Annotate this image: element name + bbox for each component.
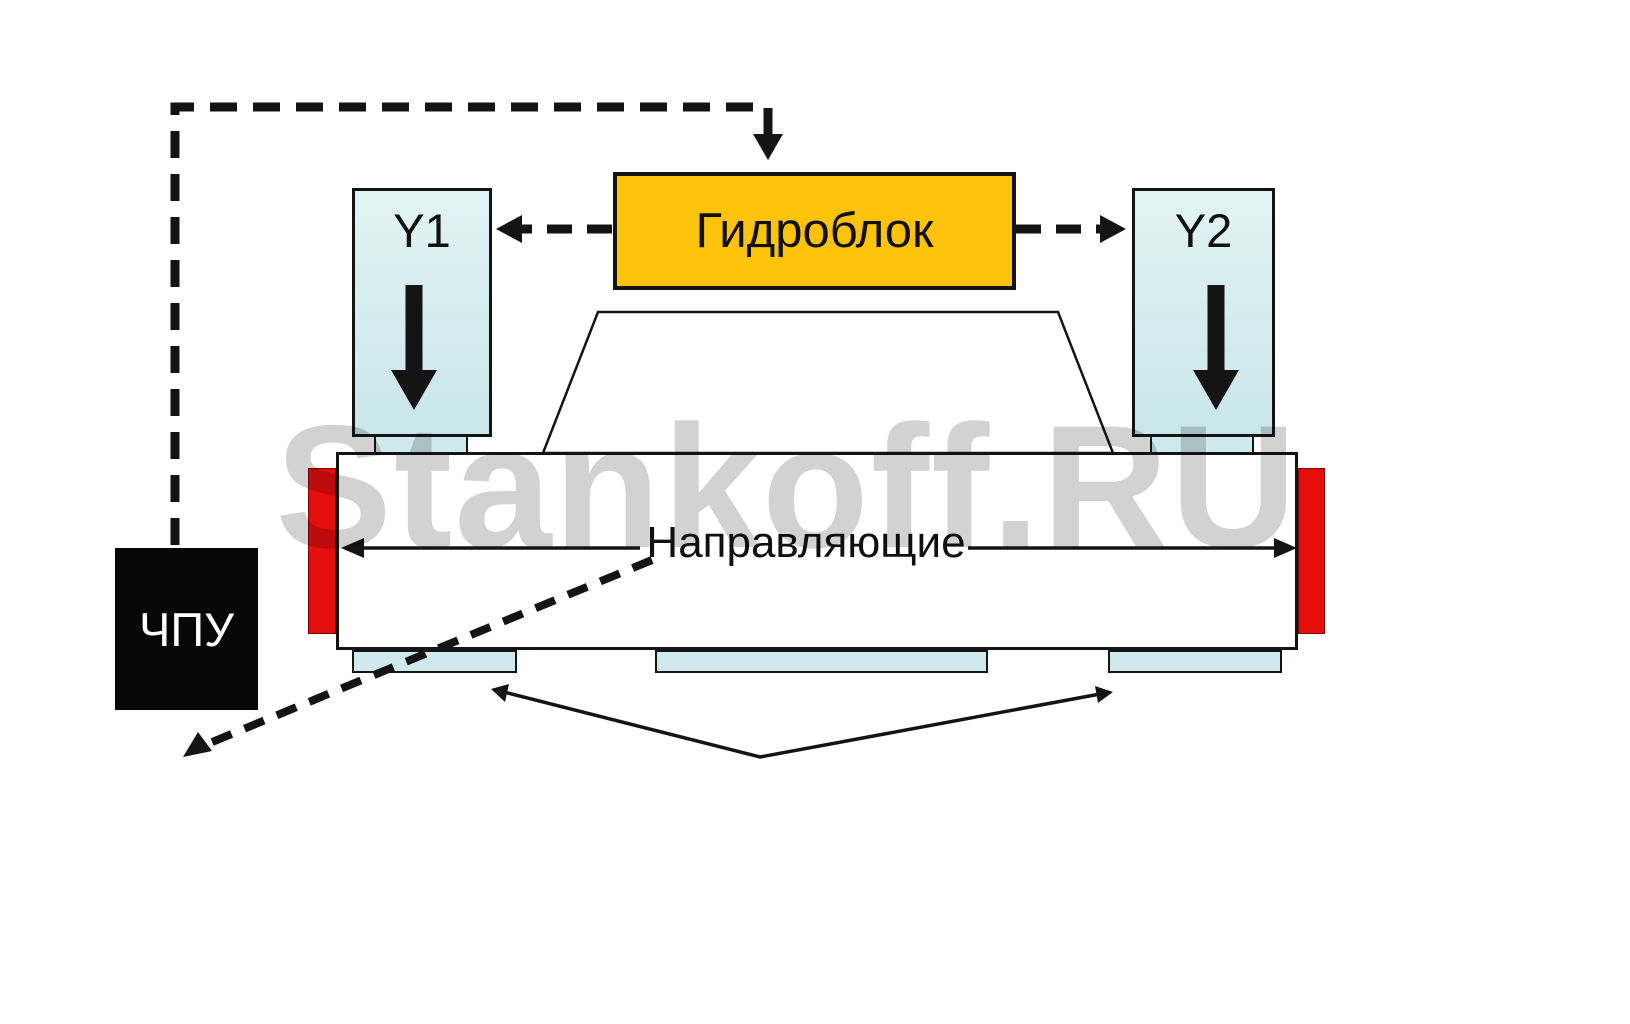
hydroblock-label: Гидроблок — [695, 204, 934, 258]
cylinder-y1-label: Y1 — [393, 204, 451, 257]
cnc-label: ЧПУ — [139, 602, 234, 656]
cylinder-y1: Y1 — [352, 188, 492, 437]
cylinder-y2: Y2 — [1132, 188, 1275, 437]
arrowhead-right-to-y2 — [1100, 215, 1126, 243]
cylinder-y2-label: Y2 — [1174, 204, 1233, 257]
bed-support-right — [1108, 650, 1282, 673]
hydroblock-box: Гидроблок — [613, 172, 1016, 290]
bed-support-middle — [655, 650, 988, 673]
supports-arrowhead-left — [491, 684, 509, 702]
cnc-box: ЧПУ — [115, 548, 258, 710]
hydroblock-to-y1-arrow — [496, 215, 612, 243]
guide-marker-left — [308, 468, 336, 634]
arrowhead-to-cnc — [183, 732, 212, 757]
cylinder-right-stem — [1150, 435, 1254, 454]
cylinder-left-stem — [374, 435, 468, 454]
hydroblock-to-y2-arrow — [1016, 215, 1126, 243]
guides-label: Направляющие — [646, 518, 966, 567]
bed-support-left — [352, 650, 517, 673]
supports-v-path — [503, 690, 1101, 759]
guide-marker-right — [1298, 468, 1325, 634]
press-ram-trapezoid — [541, 310, 1115, 455]
supports-arrowhead-right — [1095, 686, 1113, 703]
arrowhead-left-to-y1 — [496, 215, 522, 243]
supports-pointer-lines — [491, 684, 1113, 759]
arrowhead-down-to-hydroblock — [753, 134, 783, 160]
